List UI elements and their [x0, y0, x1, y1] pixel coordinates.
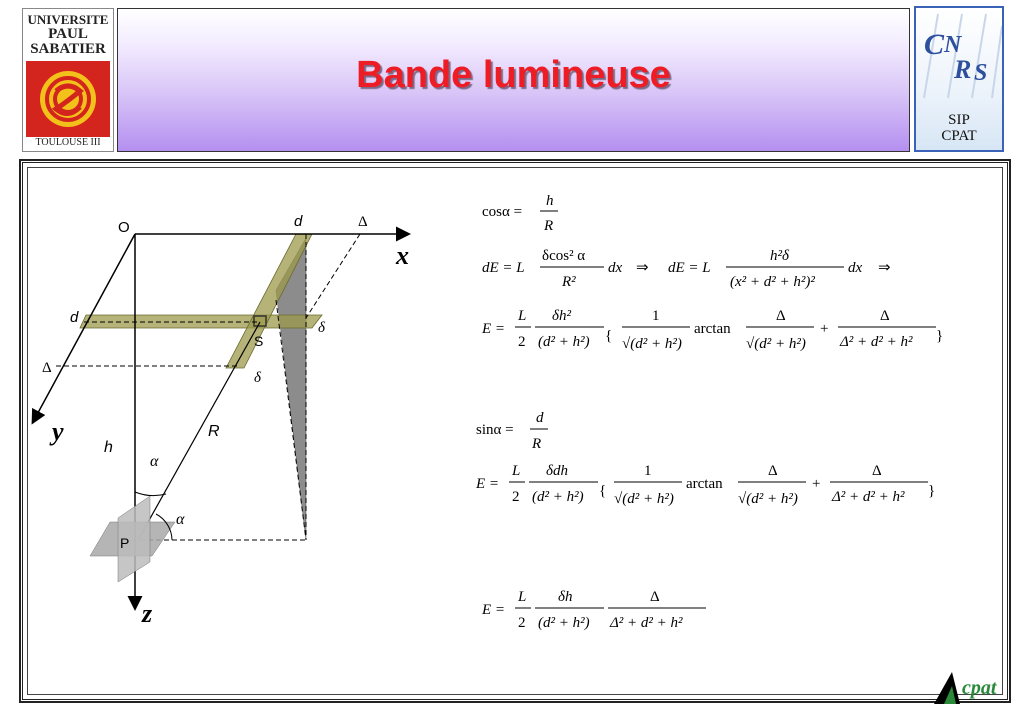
eq3-f4-den: √(d² + h²): [746, 336, 806, 352]
eq2-p1-den: R²: [561, 274, 576, 290]
label-x-axis: x: [395, 241, 409, 270]
eq5-f2-num: δdh: [546, 463, 568, 479]
label-delta-left: Δ: [42, 360, 52, 376]
label-origin: O: [118, 219, 130, 236]
eq1-lhs: cosα =: [482, 204, 522, 220]
ups-logo-line-3: SABATIER: [30, 41, 106, 57]
ups-logo: UNIVERSITE PAUL SABATIER TOULOUSE III: [22, 8, 114, 152]
eq3-arctan: arctan: [694, 321, 731, 337]
content-frame: [19, 159, 1011, 703]
svg-text:{: {: [605, 328, 612, 344]
cpat-logo-text: cpat: [962, 677, 998, 699]
distance-r-line: [137, 321, 261, 541]
label-d-left: d: [70, 309, 79, 326]
eq3-f3-num: 1: [652, 308, 660, 324]
eq5-f3-den: √(d² + h²): [614, 491, 674, 507]
eq6-f1-den: 2: [518, 615, 526, 631]
svg-text:{: {: [599, 483, 606, 499]
eq3-f2-num: δh²: [552, 308, 571, 324]
eq5-f4-den: √(d² + h²): [738, 491, 798, 507]
eq2-p2-num: h²δ: [770, 248, 790, 264]
label-y-axis: y: [49, 417, 64, 446]
eq1-den: R: [543, 218, 553, 234]
ups-emblem-icon: [26, 61, 110, 137]
page-title: Bande lumineuse: [356, 54, 671, 96]
eq3-f5-num: Δ: [880, 308, 890, 324]
title-banner: Bande lumineuse: [117, 8, 910, 152]
label-alpha-upper: α: [150, 453, 159, 470]
eq5-f2-den: (d² + h²): [532, 489, 584, 505]
eq6-f2-num: δh: [558, 589, 572, 605]
eq3-f1-num: L: [517, 308, 526, 324]
eq6-f3-num: Δ: [650, 589, 660, 605]
eq6-f2-den: (d² + h²): [538, 615, 590, 631]
label-z-axis: z: [141, 599, 153, 628]
eq2-p1-lhs: dE = L: [482, 260, 525, 276]
cnrs-logo: C N R S SIP CPAT: [914, 6, 1004, 152]
eq5-f5-den: Δ² + d² + h²: [831, 489, 905, 505]
eq5-f1-num: L: [511, 463, 520, 479]
label-r: R: [208, 423, 220, 440]
eq5-lhs: E =: [475, 476, 499, 492]
label-s: S: [254, 333, 263, 349]
eq1-num: h: [546, 193, 554, 209]
eq3-f3-den: √(d² + h²): [622, 336, 682, 352]
alpha-arc-upper: [134, 491, 167, 497]
eq3-f5-den: Δ² + d² + h²: [839, 334, 913, 350]
svg-text:}: }: [928, 483, 935, 499]
cnrs-sub-sip: SIP: [948, 112, 970, 128]
alpha-arc-lower: [155, 513, 173, 541]
y-axis-line: [31, 233, 136, 425]
eq3-f1-den: 2: [518, 334, 526, 350]
svg-text:}: }: [936, 328, 943, 344]
ups-logo-line-2: PAUL: [48, 26, 88, 42]
label-delta-small-right: δ: [318, 320, 326, 336]
svg-text:S: S: [974, 60, 987, 86]
label-delta-top: Δ: [358, 214, 368, 230]
eq6-lhs: E =: [481, 602, 505, 618]
label-p: P: [120, 535, 129, 551]
eq5-f5-num: Δ: [872, 463, 882, 479]
eq4-den: R: [531, 436, 541, 452]
label-d-top: d: [294, 213, 303, 230]
eq2-p2-tail: dx: [848, 260, 863, 276]
cpat-logo: cpat: [934, 672, 998, 704]
eq2-p2-lhs: dE = L: [668, 260, 711, 276]
label-alpha-lower: α: [176, 511, 185, 528]
eq3-f4-num: Δ: [776, 308, 786, 324]
label-delta-small-below: δ: [254, 370, 262, 386]
eq3-plus: +: [820, 321, 828, 337]
eq5-f3-num: 1: [644, 463, 652, 479]
eq6-f1-num: L: [517, 589, 526, 605]
dashed-delta-x: [305, 233, 361, 319]
eq2-arrow-1: ⇒: [636, 260, 649, 276]
eq3-f2-den: (d² + h²): [538, 334, 590, 350]
svg-text:N: N: [943, 32, 963, 58]
eq5-arctan: arctan: [686, 476, 723, 492]
eq3-lhs: E =: [481, 321, 505, 337]
svg-text:C: C: [924, 28, 945, 61]
label-h: h: [104, 439, 113, 456]
receptor-plane-vertical: [117, 495, 151, 583]
eq2-p1-tail: dx: [608, 260, 623, 276]
source-element-square: [253, 315, 267, 327]
eq5-plus: +: [812, 476, 820, 492]
eq5-f1-den: 2: [512, 489, 520, 505]
ups-logo-line-4: TOULOUSE III: [35, 137, 101, 148]
eq2-arrow-2: ⇒: [878, 260, 891, 276]
ups-logo-line-1: UNIVERSITE: [27, 12, 109, 27]
eq4-lhs: sinα =: [476, 422, 514, 438]
dashed-triangle-edge: [275, 299, 307, 541]
eq6-f3-den: Δ² + d² + h²: [609, 615, 683, 631]
eq5-f4-num: Δ: [768, 463, 778, 479]
eq2-p2-den: (x² + d² + h²)²: [730, 274, 815, 290]
eq4-num: d: [536, 410, 544, 426]
svg-text:R: R: [953, 55, 971, 84]
cnrs-emblem-icon: C N R S: [923, 13, 1002, 99]
cnrs-sub-cpat: CPAT: [941, 128, 977, 144]
eq2-p1-num: δcos² α: [542, 248, 585, 264]
